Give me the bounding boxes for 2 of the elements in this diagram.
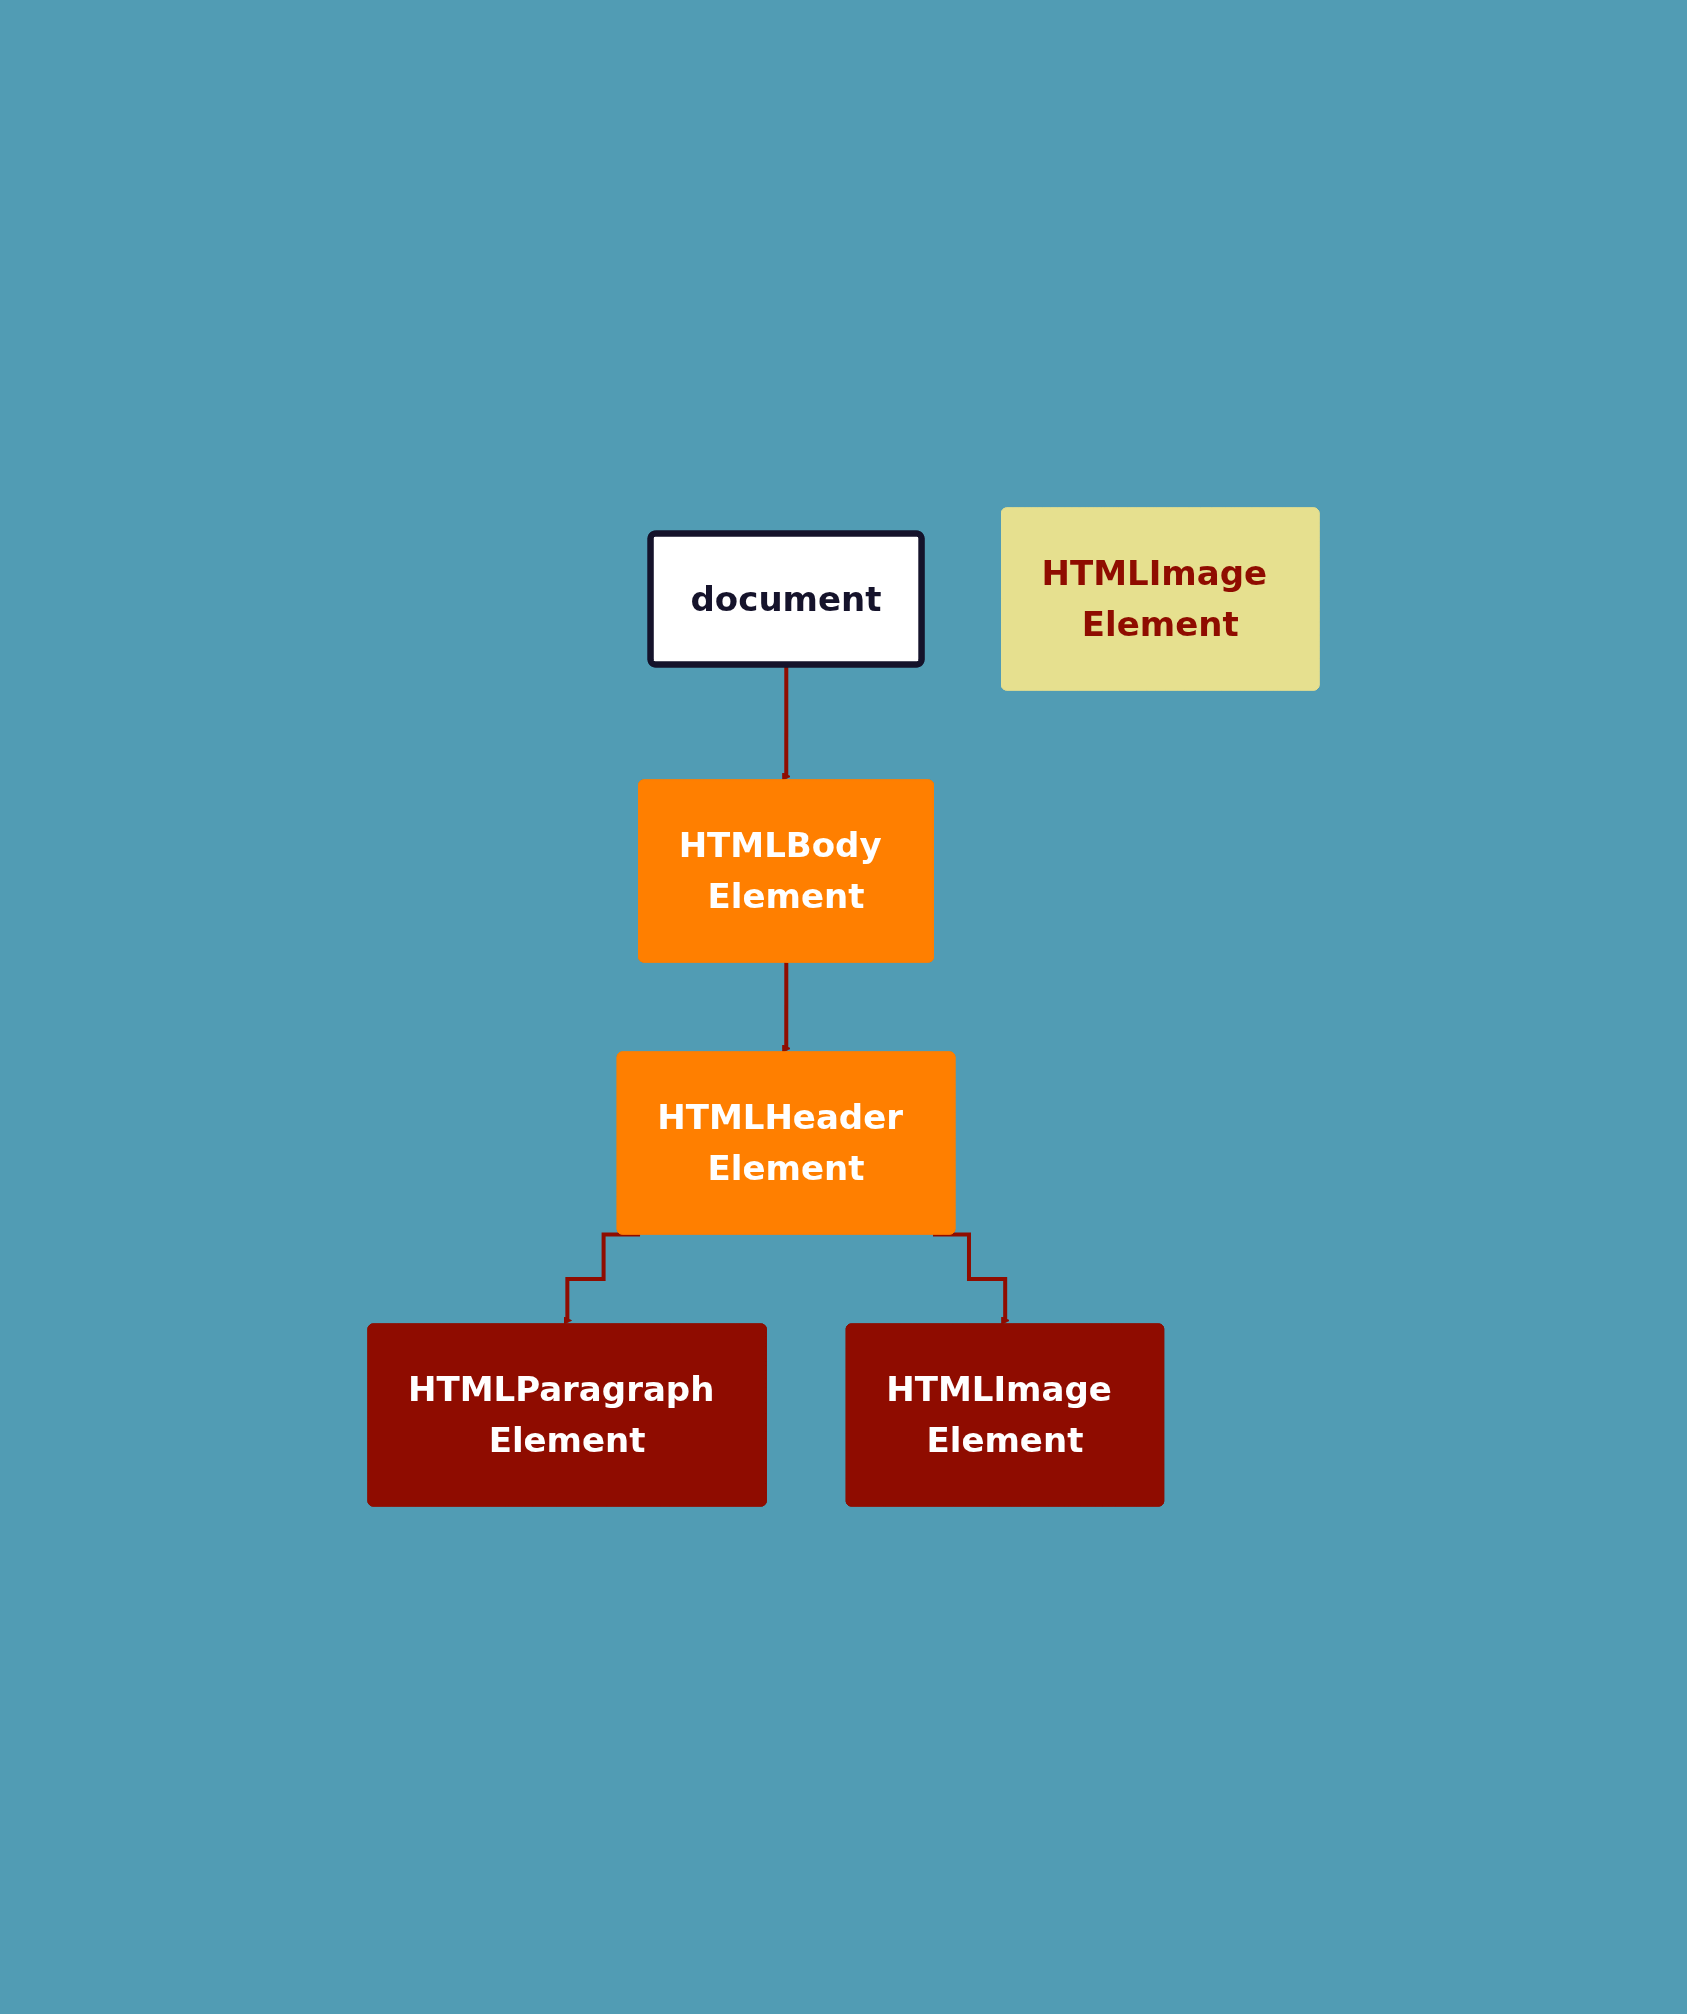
- arrow: [563, 1232, 641, 1325]
- arrow: [933, 1232, 1010, 1325]
